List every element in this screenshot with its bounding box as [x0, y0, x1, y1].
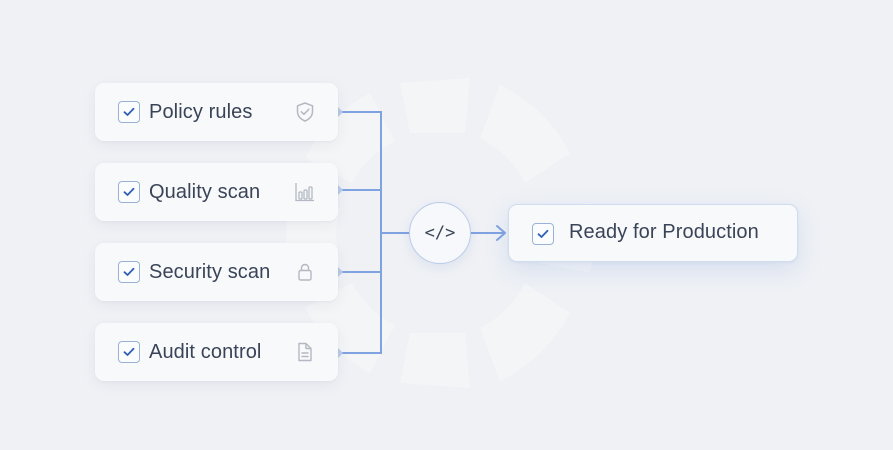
check-card-policy-rules: Policy rules [95, 83, 338, 141]
checkmark-icon [123, 267, 135, 276]
document-icon [294, 341, 316, 363]
check-label: Security scan [149, 260, 271, 283]
checkbox[interactable] [118, 341, 140, 363]
checkbox[interactable] [532, 223, 554, 245]
bar-chart-icon [294, 181, 316, 203]
lock-icon [294, 261, 316, 283]
checkbox[interactable] [118, 261, 140, 283]
result-label: Ready for Production [569, 221, 759, 243]
check-label: Audit control [149, 340, 262, 363]
code-node: </> [409, 202, 471, 264]
check-card-quality-scan: Quality scan [95, 163, 338, 221]
checkmark-icon [123, 107, 135, 116]
check-card-security-scan: Security scan [95, 243, 338, 301]
checkbox[interactable] [118, 101, 140, 123]
checkbox[interactable] [118, 181, 140, 203]
check-label: Policy rules [149, 100, 253, 123]
code-icon: </> [424, 223, 456, 243]
checkmark-icon [123, 347, 135, 356]
checkmark-icon [537, 229, 549, 238]
checkmark-icon [123, 187, 135, 196]
result-card-ready-for-production: Ready for Production [508, 204, 798, 262]
shield-check-icon [294, 101, 316, 123]
check-label: Quality scan [149, 180, 261, 203]
check-card-audit-control: Audit control [95, 323, 338, 381]
